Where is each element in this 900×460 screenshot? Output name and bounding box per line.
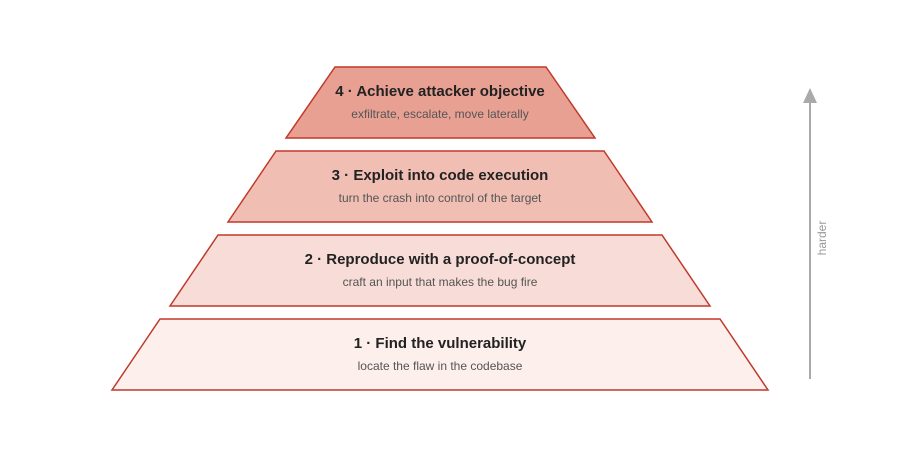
tier-3-title: 3 · Exploit into code execution — [332, 167, 549, 184]
tier-1-shape — [110, 318, 770, 391]
arrow-up-icon — [803, 88, 817, 103]
tier-3: 3 · Exploit into code execution turn the… — [226, 150, 654, 223]
tier-4-subtitle: exfiltrate, escalate, move laterally — [351, 107, 528, 121]
tier-2-shape — [168, 234, 712, 307]
tier-2-subtitle: craft an input that makes the bug fire — [343, 275, 538, 289]
tier-4-title: 4 · Achieve attacker objective — [335, 83, 545, 100]
tier-2-title: 2 · Reproduce with a proof-of-concept — [305, 251, 576, 268]
tier-1-title: 1 · Find the vulnerability — [354, 335, 527, 352]
tier-3-subtitle: turn the crash into control of the targe… — [339, 191, 542, 205]
tier-4-shape — [284, 66, 597, 139]
tier-1-subtitle: locate the flaw in the codebase — [358, 359, 523, 373]
axis-label: harder — [815, 221, 829, 256]
tier-2: 2 · Reproduce with a proof-of-concept cr… — [168, 234, 712, 307]
tier-4: 4 · Achieve attacker objective exfiltrat… — [284, 66, 597, 139]
difficulty-axis: harder — [803, 88, 829, 379]
tier-1: 1 · Find the vulnerability locate the fl… — [110, 318, 770, 391]
tier-3-shape — [226, 150, 654, 223]
